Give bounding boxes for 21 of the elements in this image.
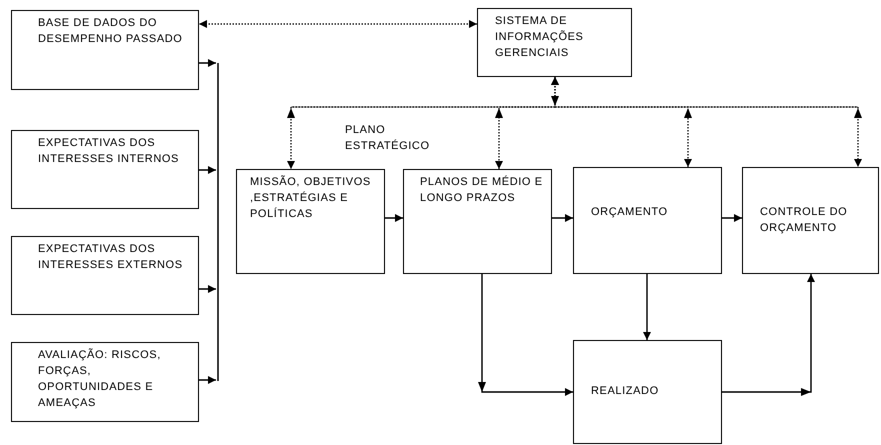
box-text: EXPECTATIVAS DOS INTERESSES EXTERNOS (38, 242, 184, 273)
process-box (742, 167, 879, 274)
process-box (11, 130, 199, 209)
box-text: PLANOS DE MÉDIO E LONGO PRAZOS (420, 174, 543, 206)
box-text: REALIZADO (591, 384, 660, 399)
box-text: BASE DE DADOS DO DESEMPENHO PASSADO (38, 16, 184, 47)
process-box (573, 340, 722, 444)
process-box (403, 169, 552, 274)
process-box (477, 8, 632, 77)
process-box (573, 167, 722, 274)
box-text: ORÇAMENTO (591, 205, 669, 220)
box-text: CONTROLE DO ORÇAMENTO (760, 205, 848, 236)
process-box (11, 10, 199, 90)
box-text: EXPECTATIVAS DOS INTERESSES INTERNOS (38, 136, 180, 167)
process-box (236, 169, 385, 274)
process-box (11, 342, 199, 422)
box-text: SISTEMA DE INFORMAÇÕES GERENCIAIS (495, 14, 584, 61)
group-label: PLANO ESTRATÉGICO (345, 123, 431, 154)
process-box (11, 236, 199, 315)
box-text: AVALIAÇÃO: RISCOS, FORÇAS, OPORTUNIDADES E AMEAÇAS (38, 347, 162, 411)
box-text: MISSÃO, OBJETIVOS ,ESTRATÉGIAS E POLÍTICAS (250, 174, 372, 222)
